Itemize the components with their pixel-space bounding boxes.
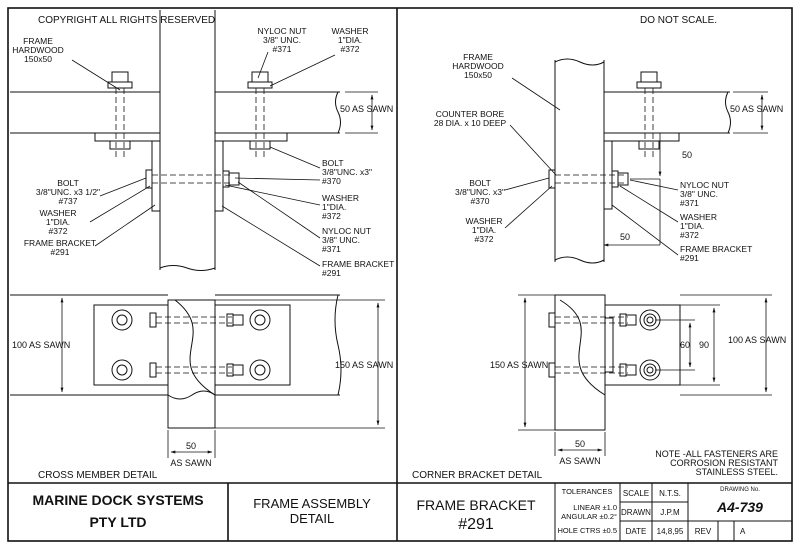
- left-frame-label-3: 150x50: [24, 54, 52, 64]
- right-50-horizontal: 50: [620, 232, 630, 242]
- right-nyloc-2: 3/8" UNC.: [680, 189, 718, 199]
- right-60-dim: 60: [680, 340, 690, 350]
- left-bolt-1: BOLT: [57, 178, 79, 188]
- part-title-1: FRAME BRACKET: [416, 497, 535, 513]
- title-block-grid: [227, 483, 398, 541]
- scale-value: N.T.S.: [659, 489, 681, 498]
- cross-member-title: CROSS MEMBER DETAIL: [38, 470, 158, 481]
- right-nyloc-1: NYLOC NUT: [680, 180, 729, 190]
- left-50-dim: 50: [186, 441, 196, 451]
- right-100-as-sawn: 100 AS SAWN: [728, 335, 786, 345]
- left-frame-bracket-right-2: #291: [322, 268, 341, 278]
- left-washer-left-2: 1"DIA.: [46, 217, 70, 227]
- tolerances-label: TOLERANCES: [562, 487, 613, 496]
- right-90-dim: 90: [699, 340, 709, 350]
- left-nyloc-right-2: 3/8" UNC.: [322, 235, 360, 245]
- tolerance-linear: LINEAR ±1.0: [573, 503, 617, 512]
- left-bolt-2: 3/8"UNC. x3 1/2": [36, 187, 100, 197]
- corner-bracket-side-view: [548, 58, 768, 264]
- left-100-as-sawn: 100 AS SAWN: [12, 340, 70, 350]
- left-washer-right-3: #372: [322, 211, 341, 221]
- right-washer-right-3: #372: [680, 230, 699, 240]
- right-150-as-sawn: 150 AS SAWN: [490, 360, 548, 370]
- drawing-number: A4-739: [716, 499, 763, 515]
- left-nyloc-top-2: 3/8" UNC.: [263, 35, 301, 45]
- right-frame-bracket-2: #291: [680, 253, 699, 263]
- counter-bore-1: COUNTER BORE: [436, 109, 505, 119]
- rev-value: A: [740, 527, 746, 536]
- left-frame-bracket-right-1: FRAME BRACKET: [322, 259, 394, 269]
- left-bolt-right-3: #370: [322, 176, 341, 186]
- right-50-vertical: 50: [682, 150, 692, 160]
- right-bolt-3: #370: [471, 196, 490, 206]
- drawn-label: DRAWN: [621, 508, 651, 517]
- left-washer-top-1: WASHER: [332, 26, 369, 36]
- note-line-3: STAINLESS STEEL.: [696, 467, 778, 477]
- right-frame-label-2: HARDWOOD: [452, 61, 503, 71]
- drawn-value: J.P.M: [660, 508, 680, 517]
- left-nyloc-right-1: NYLOC NUT: [322, 226, 371, 236]
- left-washer-right-1: WASHER: [322, 193, 359, 203]
- left-bolt-right-2: 3/8"UNC. x3": [322, 167, 372, 177]
- right-washer-left-3: #372: [475, 234, 494, 244]
- company-name-1: MARINE DOCK SYSTEMS: [32, 492, 203, 508]
- left-washer-top-3: #372: [341, 44, 360, 54]
- right-frame-label-3: 150x50: [464, 70, 492, 80]
- left-as-sawn: AS SAWN: [170, 458, 211, 468]
- right-50-as-sawn: 50 AS SAWN: [730, 104, 783, 114]
- right-bolt-2: 3/8"UNC. x3": [455, 187, 505, 197]
- cross-member-plan-view: [10, 294, 385, 458]
- right-nyloc-3: #371: [680, 198, 699, 208]
- date-label: DATE: [626, 527, 647, 536]
- drawing-no-label: DRAWING No.: [720, 487, 760, 493]
- left-washer-left-3: #372: [49, 226, 68, 236]
- tolerance-angular: ANGULAR ±0.2°: [561, 512, 617, 521]
- right-bolt-1: BOLT: [469, 178, 491, 188]
- left-frame-label-1: FRAME: [23, 36, 53, 46]
- right-washer-right-2: 1"DIA.: [680, 221, 704, 231]
- left-frame-label-2: HARDWOOD: [12, 45, 63, 55]
- right-as-sawn: AS SAWN: [559, 456, 600, 466]
- note-line-1: NOTE -ALL FASTENERS ARE: [655, 449, 778, 459]
- left-bolt-3: #737: [59, 196, 78, 206]
- copyright-text: COPYRIGHT ALL RIGHTS RESERVED: [38, 15, 215, 26]
- left-150-as-sawn: 150 AS SAWN: [335, 360, 393, 370]
- do-not-scale-text: DO NOT SCALE.: [640, 15, 717, 26]
- sheet-border: [7, 7, 793, 542]
- counter-bore-2: 28 DIA. x 10 DEEP: [434, 118, 507, 128]
- right-frame-label-1: FRAME: [463, 52, 493, 62]
- right-frame-bracket-1: FRAME BRACKET: [680, 244, 752, 254]
- rev-label: REV: [695, 527, 712, 536]
- corner-bracket-plan-view: [518, 294, 772, 456]
- right-leaders: [504, 77, 679, 256]
- right-washer-left-1: WASHER: [466, 216, 503, 226]
- tolerance-hole-ctrs: HOLE CTRS ±0.5: [557, 526, 617, 535]
- company-name-2: PTY LTD: [89, 514, 146, 530]
- note-line-2: CORROSION RESISTANT: [670, 458, 778, 468]
- drawing-title-2: DETAIL: [290, 511, 335, 526]
- left-washer-top-2: 1"DIA.: [338, 35, 362, 45]
- drawing-title-1: FRAME ASSEMBLY: [253, 496, 371, 511]
- date-value: 14,8,95: [657, 527, 684, 536]
- left-50-as-sawn: 50 AS SAWN: [340, 104, 393, 114]
- part-title-2: #291: [458, 516, 494, 533]
- left-washer-right-2: 1"DIA.: [322, 202, 346, 212]
- cross-member-side-view: [10, 10, 378, 271]
- left-nyloc-top-1: NYLOC NUT: [257, 26, 306, 36]
- left-frame-bracket-1: FRAME BRACKET: [24, 238, 96, 248]
- left-washer-left-1: WASHER: [40, 208, 77, 218]
- right-washer-right-1: WASHER: [680, 212, 717, 222]
- title-block-cells: [554, 483, 792, 541]
- scale-label: SCALE: [623, 489, 649, 498]
- corner-bracket-title: CORNER BRACKET DETAIL: [412, 470, 543, 481]
- left-frame-bracket-2: #291: [51, 247, 70, 257]
- left-bolt-right-1: BOLT: [322, 158, 344, 168]
- left-nyloc-top-3: #371: [273, 44, 292, 54]
- right-50-dim: 50: [575, 439, 585, 449]
- right-washer-left-2: 1"DIA.: [472, 225, 496, 235]
- left-leaders: [71, 51, 336, 267]
- left-nyloc-right-3: #371: [322, 244, 341, 254]
